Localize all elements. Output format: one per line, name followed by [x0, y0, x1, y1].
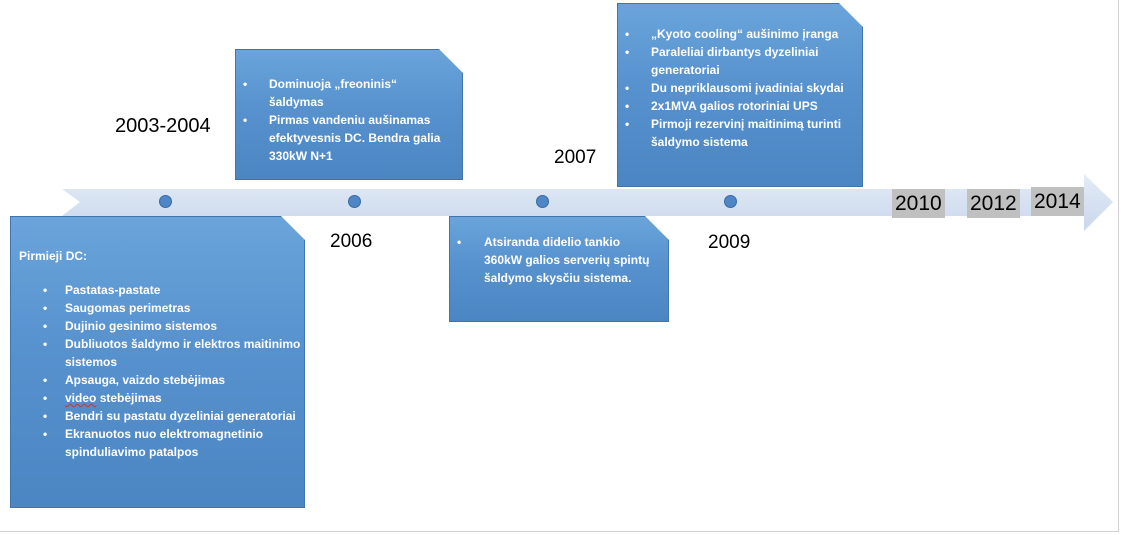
box-2007: Atsiranda didelio tankio 360kW galios se… [449, 216, 669, 322]
box-2003-item-2: Saugomas perimetras [11, 299, 304, 317]
box-2003-video-word: video [65, 391, 97, 405]
year-2006: 2006 [330, 231, 373, 252]
timeline-arrow-shape [62, 174, 1113, 231]
box-2006: Dominuoja „freoninis“ šaldymas Pirmas va… [235, 49, 463, 180]
box-2003-list: Pastatas-pastate Saugomas perimetras Duj… [11, 281, 304, 461]
box-2003-heading: Pirmieji DC: [19, 249, 88, 263]
year-2014: 2014 [1031, 187, 1084, 216]
box-2006-list: Dominuoja „freoninis“ šaldymas Pirmas va… [236, 75, 448, 165]
box-2003-2004: Pirmieji DC: Pastatas-pastate Saugomas p… [10, 216, 305, 508]
box-2003-item-1: Pastatas-pastate [11, 281, 304, 299]
timeline-dot-1 [159, 195, 172, 208]
timeline-dot-3 [536, 195, 549, 208]
box-2006-item-1: Dominuoja „freoninis“ šaldymas [236, 75, 448, 111]
timeline-dot-4 [724, 195, 737, 208]
box-2003-item-5: Apsauga, vaizdo stebėjimas [11, 371, 304, 389]
box-2003-item-4: Dubliuotos šaldymo ir elektros maitinimo… [11, 335, 304, 371]
box-2009-item-1: „Kyoto cooling“ aušinimo įranga [618, 25, 850, 43]
year-2012: 2012 [967, 189, 1020, 218]
box-2003-item-3: Dujinio gesinimo sistemos [11, 317, 304, 335]
box-2009-list: „Kyoto cooling“ aušinimo įranga Paraleli… [618, 25, 850, 151]
box-2007-list: Atsiranda didelio tankio 360kW galios se… [450, 233, 656, 287]
box-2009-item-5: Pirmoji rezervinį maitinimą turinti šald… [618, 115, 850, 151]
box-2009-item-3: Du nepriklausomi įvadiniai skydai [618, 79, 850, 97]
box-2003-item-7: Bendri su pastatu dyzeliniai generatoria… [11, 407, 304, 425]
box-2007-item-1: Atsiranda didelio tankio 360kW galios se… [450, 233, 656, 287]
box-2009-item-2: Paraleliai dirbantys dyzeliniai generato… [618, 43, 850, 79]
box-2009-item-4: 2x1MVA galios rotoriniai UPS [618, 97, 850, 115]
box-2003-item-6: video stebėjimas [11, 389, 304, 407]
box-2006-item-2: Pirmas vandeniu aušinamas efektyvesnis D… [236, 111, 448, 165]
year-2003-2004: 2003-2004 [115, 115, 211, 137]
year-2010: 2010 [892, 189, 945, 218]
box-2009: „Kyoto cooling“ aušinimo įranga Paraleli… [617, 3, 863, 187]
year-2007: 2007 [554, 147, 597, 168]
timeline-dot-2 [348, 195, 361, 208]
box-2003-item-6-text: stebėjimas [99, 391, 162, 405]
year-2009: 2009 [708, 232, 751, 253]
box-2003-item-8: Ekranuotos nuo elektromagnetinio spindul… [11, 425, 304, 461]
